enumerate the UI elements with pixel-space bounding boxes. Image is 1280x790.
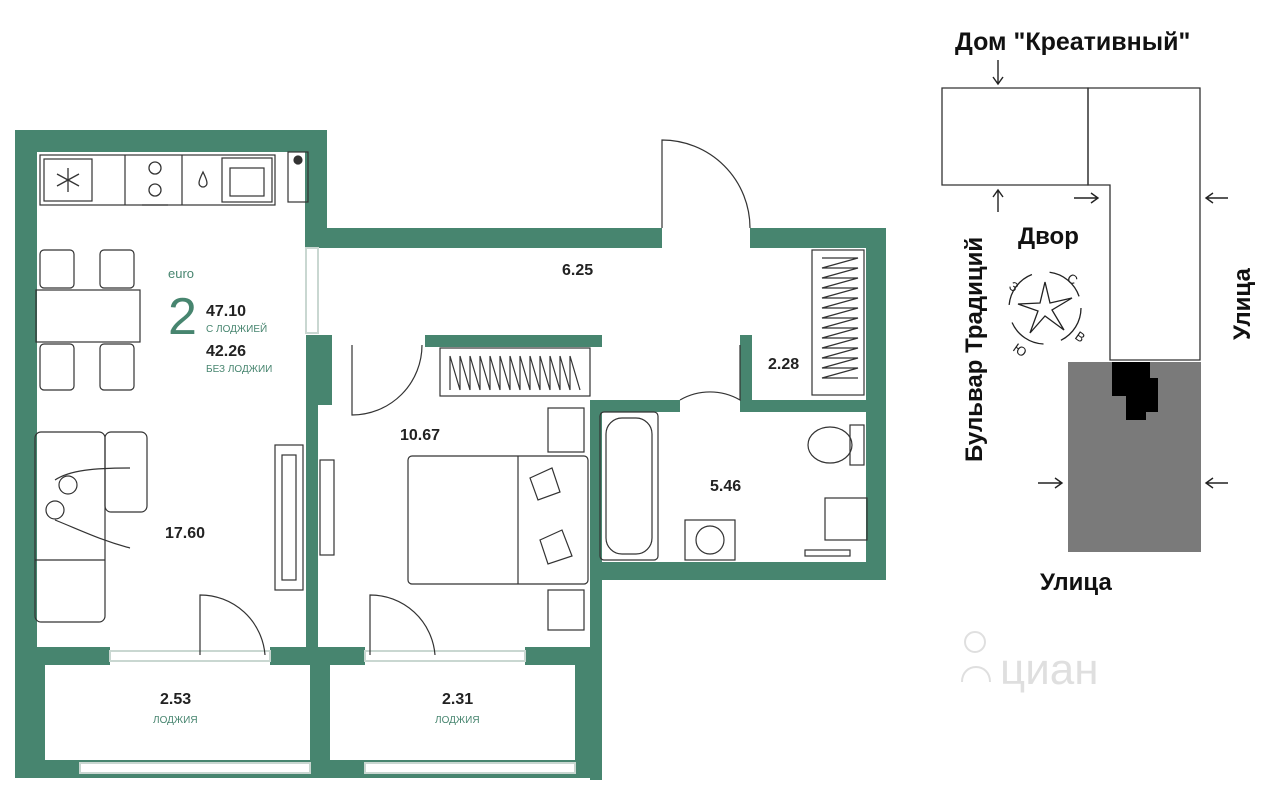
rooms-count: 2: [168, 288, 197, 346]
courtyard-label: Двор: [1018, 223, 1079, 250]
area-hallway: 6.25: [562, 262, 593, 279]
watermark-text: циан: [1000, 645, 1099, 694]
windows: [79, 247, 576, 774]
compass-east: В: [1072, 328, 1088, 345]
north-building-outline: [941, 87, 1089, 186]
watermark: циан: [961, 631, 1099, 694]
walls: [15, 130, 886, 780]
total-without-loggia: 42.26: [206, 343, 246, 360]
cian-logo-icon: [961, 631, 991, 683]
compass-south: Ю: [1010, 340, 1029, 360]
total-with-loggia: 47.10: [206, 303, 246, 320]
kitchen-counter: [39, 151, 309, 206]
without-loggia-label: БЕЗ ЛОДЖИИ: [206, 364, 272, 375]
north-building-label: Дом "Креативный": [955, 28, 1190, 56]
area-bedroom: 10.67: [400, 427, 440, 444]
radiator-bedroom: [439, 347, 591, 397]
building-section-marker: [1112, 362, 1158, 420]
plan-type-label: euro: [168, 266, 194, 281]
compass-north: С: [1064, 270, 1080, 288]
boulevard-label: Бульвар Традиций: [961, 237, 988, 462]
bathtub: [599, 411, 659, 561]
room-areas: 17.60 6.25 2.28 10.67 5.46 2.53 2.31: [160, 262, 799, 708]
snowflake-icon: [56, 168, 80, 192]
tv-stand: [274, 444, 335, 591]
doors: [199, 139, 751, 656]
stove-icon: [142, 161, 168, 206]
loggia-label-right: ЛОДЖИЯ: [435, 715, 480, 726]
toilet: [807, 424, 865, 466]
entry-arrows: [992, 60, 1228, 489]
sofa: [34, 431, 148, 623]
plan-summary: euro 2 47.10 С ЛОДЖИЕЙ 42.26 БЕЗ ЛОДЖИИ: [168, 266, 272, 375]
water-drop-icon: [198, 170, 208, 188]
compass-rose-icon: [1008, 271, 1082, 345]
washing-machine: [684, 519, 736, 561]
site-plan: С В Ю З Дом "Креативный" Двор Бульвар Тр…: [941, 28, 1256, 596]
area-living-kitchen: 17.60: [165, 525, 205, 542]
street-south-label: Улица: [1040, 569, 1112, 596]
street-east-label: Улица: [1229, 268, 1256, 340]
area-bathroom: 5.46: [710, 478, 741, 495]
area-loggia-left: 2.53: [160, 691, 191, 708]
bed: [407, 407, 589, 631]
compass-west: З: [1006, 278, 1021, 295]
dining-table: [35, 249, 141, 391]
radiator-wardrobe: [811, 249, 865, 396]
with-loggia-label: С ЛОДЖИЕЙ: [206, 322, 267, 335]
sink: [804, 497, 868, 557]
area-loggia-right: 2.31: [442, 691, 473, 708]
main-building-outline: [1087, 87, 1201, 361]
loggia-label-left: ЛОДЖИЯ: [153, 715, 198, 726]
area-wardrobe: 2.28: [768, 356, 799, 373]
